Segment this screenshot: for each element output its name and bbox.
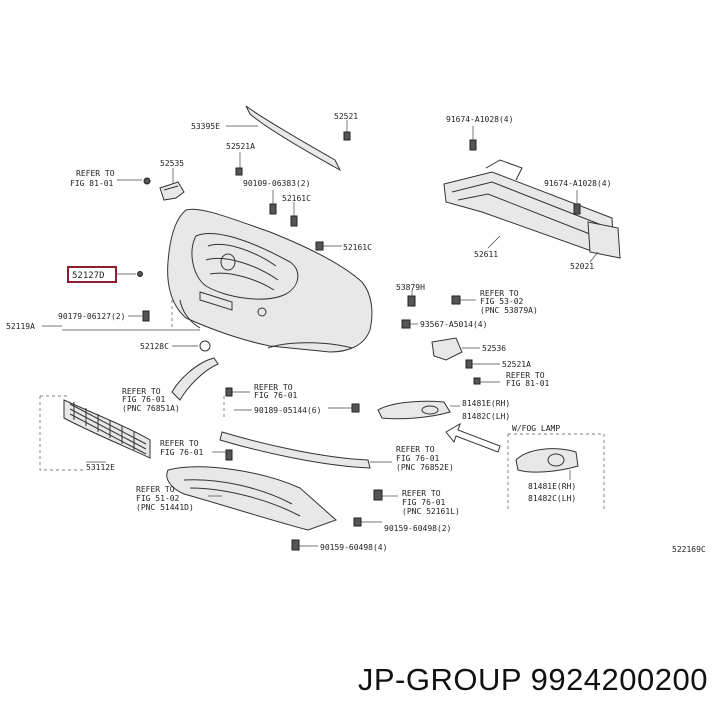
label-81482c-bot: 81482C(LH)	[528, 494, 576, 503]
label-90189: 90189-05144(6)	[254, 406, 321, 415]
label-fig-81-01-b: FIG 81-01	[506, 379, 550, 388]
label-52161c-a: 52161C	[282, 194, 311, 203]
label-52611: 52611	[474, 250, 498, 259]
label-fig-76-01-b: FIG 76-01	[254, 391, 298, 400]
label-90159-b: 90159-60498(4)	[320, 543, 387, 552]
label-fig-76-01-a: FIG 76-01	[122, 395, 166, 404]
label-fig-81-01-a: FIG 81-01	[70, 179, 114, 188]
label-52021: 52021	[570, 262, 594, 271]
side-bracket-clip	[117, 168, 185, 201]
label-pnc-53879a: (PNC 53879A)	[480, 306, 538, 315]
label-refer-to-3: REFER TO	[506, 371, 545, 380]
fasteners-top	[235, 120, 351, 251]
label-90159-a: 90159-60498(2)	[384, 524, 451, 533]
label-refer-to-5: REFER TO	[254, 383, 293, 392]
label-fig-76-01-c: FIG 76-01	[160, 448, 204, 457]
fasteners-left	[42, 300, 211, 352]
label-fig-76-01-e: FIG 76-01	[402, 498, 446, 507]
label-91674-a: 91674-A1028(4)	[446, 115, 513, 124]
label-90109: 90109-06383(2)	[243, 179, 310, 188]
label-w-fog-lamp: W/FOG LAMP	[512, 424, 560, 433]
label-refer-to-8: REFER TO	[136, 485, 175, 494]
label-fig-53-02: FIG 53-02	[480, 297, 524, 306]
molding-strip	[226, 105, 342, 172]
label-pnc-52161l: (PNC 52161L)	[402, 507, 460, 516]
engine-under-cover	[166, 466, 398, 551]
label-81481e-top: 81481E(RH)	[462, 399, 510, 408]
lower-molding-strip	[219, 431, 392, 469]
label-52521: 52521	[334, 112, 358, 121]
label-refer-to-4: REFER TO	[122, 387, 161, 396]
label-refer-to-2: REFER TO	[480, 289, 519, 298]
brand-caption: JP-GROUP 9924200200	[357, 662, 708, 697]
lower-lip-left	[171, 357, 252, 420]
label-81482c-top: 81482C(LH)	[462, 412, 510, 421]
fog-lamp-cover-top	[377, 400, 460, 420]
label-refer-to-9: REFER TO	[402, 489, 441, 498]
label-pnc-76851a: (PNC 76851A)	[122, 404, 180, 413]
label-52535: 52535	[160, 159, 184, 168]
label-pnc-51441d: (PNC 51441D)	[136, 503, 194, 512]
lower-grille	[39, 395, 151, 471]
label-53112e: 53112E	[86, 463, 115, 472]
right-brackets	[401, 290, 500, 385]
label-refer-to-7: REFER TO	[396, 445, 435, 454]
label-refer-to-1: REFER TO	[76, 169, 115, 178]
label-52161c-b: 52161C	[343, 243, 372, 252]
label-52536: 52536	[482, 344, 506, 353]
center-fasteners	[212, 403, 360, 461]
bumper-cover	[167, 208, 373, 353]
highlighted-part-52127d[interactable]	[67, 266, 143, 283]
label-fig-76-01-d: FIG 76-01	[396, 454, 440, 463]
label-52128c: 52128C	[140, 342, 169, 351]
label-52521a-right: 52521A	[502, 360, 531, 369]
label-90179: 90179-06127(2)	[58, 312, 125, 321]
label-93567: 93567-A5014(4)	[420, 320, 487, 329]
label-52119a: 52119A	[6, 322, 35, 331]
label-53395e: 53395E	[191, 122, 220, 131]
label-81481e-bot: 81481E(RH)	[528, 482, 576, 491]
label-53879h: 53879H	[396, 283, 425, 292]
label-pnc-76852e: (PNC 76852E)	[396, 463, 454, 472]
label-fig-51-02: FIG 51-02	[136, 494, 180, 503]
label-52127d[interactable]: 52127D	[72, 271, 105, 281]
label-91674-b: 91674-A1028(4)	[544, 179, 611, 188]
label-refer-to-6: REFER TO	[160, 439, 199, 448]
label-drawing-code: 522169C	[672, 545, 706, 554]
part-labels: 53395E 52521 52521A 90109-06383(2) 52535…	[6, 112, 706, 554]
fog-lamp-inset-box	[507, 433, 605, 510]
bumper-reinforcement	[443, 126, 621, 263]
direction-arrow	[445, 422, 501, 453]
label-52521a-top: 52521A	[226, 142, 255, 151]
